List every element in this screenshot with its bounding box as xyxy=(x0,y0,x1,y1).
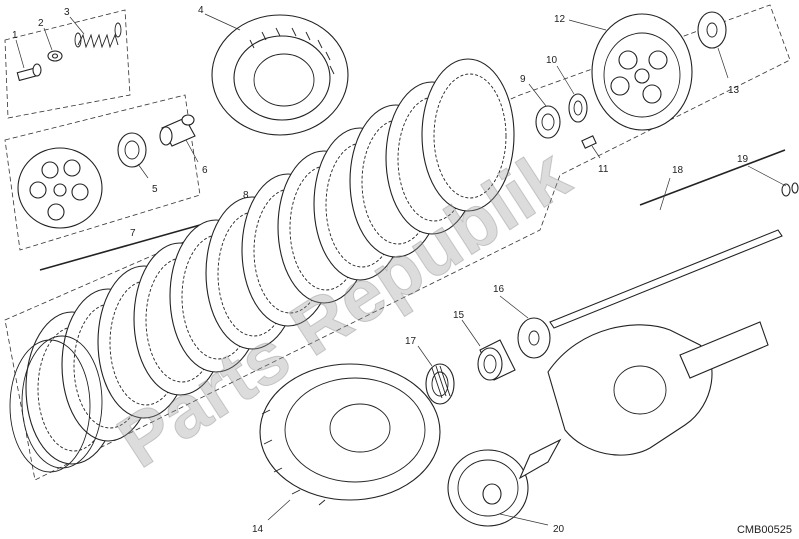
washer-part-2 xyxy=(47,50,63,62)
callout-19: 19 xyxy=(737,154,749,165)
group-outline-hub-group xyxy=(4,94,201,251)
callout-16: 16 xyxy=(493,284,505,295)
callout-labels: 1 2 3 4 5 6 7 8 9 10 11 12 13 14 15 16 1… xyxy=(12,5,749,535)
clutch-housing-part-4 xyxy=(211,14,349,136)
callout-15: 15 xyxy=(453,310,465,321)
clutch-plate-stack-part-8 xyxy=(9,58,515,473)
clutch-basket-part-14 xyxy=(259,363,441,506)
pushrod-part-6 xyxy=(159,114,196,147)
callout-2: 2 xyxy=(38,18,44,29)
crankshaft xyxy=(518,321,769,480)
callout-18: 18 xyxy=(672,165,684,176)
wire-ring xyxy=(21,335,103,469)
callout-3: 3 xyxy=(64,7,70,18)
clutch-plate xyxy=(421,58,515,212)
callout-7: 7 xyxy=(130,228,136,239)
callout-14: 14 xyxy=(252,524,264,535)
callout-5: 5 xyxy=(152,184,158,195)
callout-6: 6 xyxy=(202,165,208,176)
bolt-part-1 xyxy=(16,63,42,82)
diagram-reference-code: CMB00525 xyxy=(737,524,792,536)
spring-part-3 xyxy=(74,22,122,49)
group-bar-18 xyxy=(639,149,786,206)
callout-12: 12 xyxy=(554,14,566,25)
bearing-part-5 xyxy=(117,132,147,168)
gear-part-20 xyxy=(447,449,529,527)
callout-9: 9 xyxy=(520,74,526,85)
leader-lines xyxy=(15,13,787,526)
washers-part-19 xyxy=(781,182,799,197)
wire-ring xyxy=(9,339,91,473)
callout-10: 10 xyxy=(546,55,558,66)
washer-part-10 xyxy=(568,93,588,123)
group-bar-7 xyxy=(39,224,201,271)
callout-1: 1 xyxy=(12,30,18,41)
callout-13: 13 xyxy=(728,85,740,96)
needle-bearing-part-17 xyxy=(425,363,455,405)
ring-part-9 xyxy=(535,105,561,139)
washer-part-13 xyxy=(697,11,727,49)
callout-8: 8 xyxy=(243,190,249,201)
group-outline-top-left xyxy=(4,9,131,119)
pin-part-11 xyxy=(581,135,597,149)
callout-11: 11 xyxy=(598,164,609,175)
callout-20: 20 xyxy=(553,524,565,535)
clutch-drum-part-12 xyxy=(591,13,693,131)
bushing-part-15 xyxy=(477,339,516,381)
washer-part-16 xyxy=(517,317,551,359)
pushrod-part-18 xyxy=(549,229,783,329)
pressure-plate-group-7 xyxy=(17,147,103,229)
callout-17: 17 xyxy=(405,336,417,347)
clutch-plate-inner-edge xyxy=(433,73,507,199)
callout-4: 4 xyxy=(198,5,204,16)
